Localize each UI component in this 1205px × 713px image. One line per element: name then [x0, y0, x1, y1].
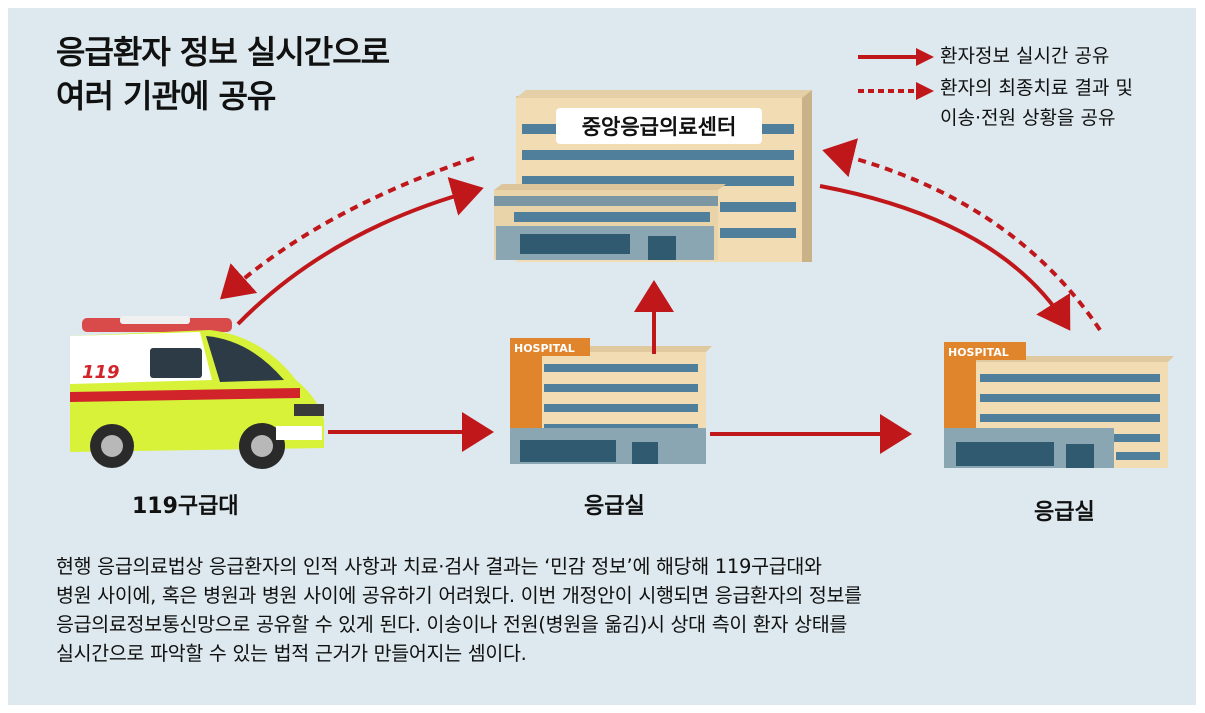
dashed-arrow-icon: [858, 82, 934, 100]
hospital-2-building: HOSPITAL: [944, 342, 1174, 468]
arrow-ambulance-to-center: [236, 177, 484, 326]
legend-solid-label: 환자정보 실시간 공유: [940, 45, 1110, 67]
legend-dashed-label-1: 환자의 최종치료 결과 및: [940, 77, 1133, 99]
center-label: 중앙응급의료센터: [582, 115, 737, 139]
hospital-1-sign: HOSPITAL: [514, 342, 575, 355]
arrows: [220, 138, 1102, 454]
hospital-1-building: HOSPITAL: [510, 338, 712, 464]
legend-dashed-label-2: 이송·전원 상황을 공유: [940, 107, 1116, 129]
description-line-3: 응급의료정보통신망으로 공유할 수 있게 된다. 이송이나 전원(병원을 옮김)…: [56, 613, 847, 636]
diagram-title: 응급환자 정보 실시간으로 여러 기관에 공유: [56, 30, 390, 118]
description-line-1: 현행 응급의료법상 응급환자의 인적 사항과 치료·검사 결과는 ‘민감 정보’…: [56, 555, 822, 578]
ambulance-mark: 119: [82, 362, 120, 383]
er-2-label: 응급실: [1034, 500, 1095, 525]
center-building: 중앙응급의료센터: [494, 90, 812, 262]
ambulance-label: 119구급대: [132, 494, 239, 519]
ambulance: 119: [70, 316, 324, 469]
title-line-1: 응급환자 정보 실시간으로: [56, 33, 390, 71]
arrow-hospital-2-to-center: [822, 138, 1102, 332]
solid-arrow-icon: [858, 48, 934, 66]
description: 현행 응급의료법상 응급환자의 인적 사항과 치료·검사 결과는 ‘민감 정보’…: [56, 552, 862, 668]
arrow-center-to-hospital-2: [819, 184, 1071, 331]
description-line-4: 실시간으로 파악할 수 있는 법적 근거가 만들어지는 셈이다.: [56, 642, 527, 665]
title-line-2: 여러 기관에 공유: [56, 77, 276, 115]
description-line-2: 병원 사이에, 혹은 병원과 병원 사이에 공유하기 어려웠다. 이번 개정안이…: [56, 584, 862, 607]
er-1-label: 응급실: [584, 494, 645, 519]
arrow-center-to-ambulance: [220, 156, 475, 300]
hospital-2-sign: HOSPITAL: [948, 346, 1009, 359]
